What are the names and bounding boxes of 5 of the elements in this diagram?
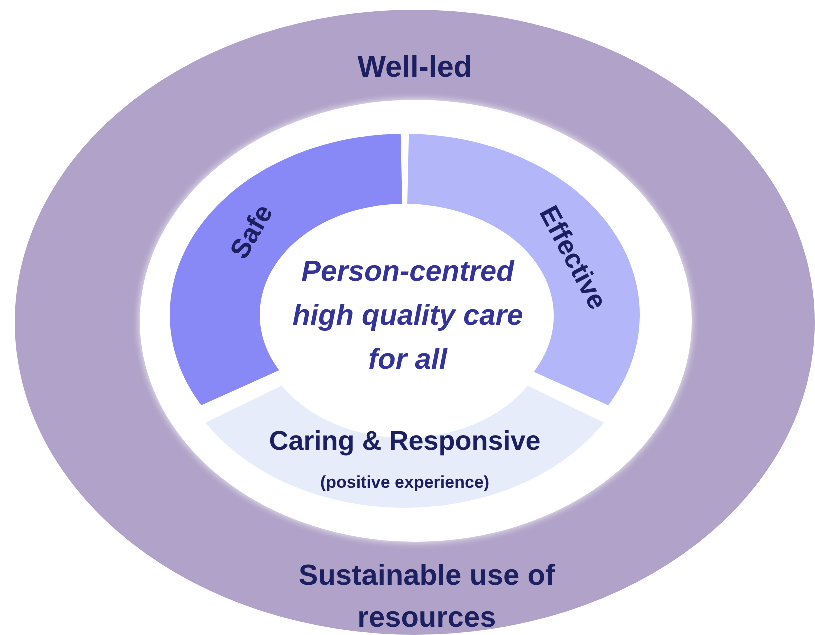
- center-text: Person-centred high quality care for all: [292, 255, 524, 378]
- outer-label: Sustainable use of resources: [298, 559, 556, 635]
- segment-sublabel: (positive experience): [319, 474, 491, 491]
- outer-label: Well-led: [356, 53, 474, 83]
- segment-label: Caring & Responsive: [268, 428, 542, 455]
